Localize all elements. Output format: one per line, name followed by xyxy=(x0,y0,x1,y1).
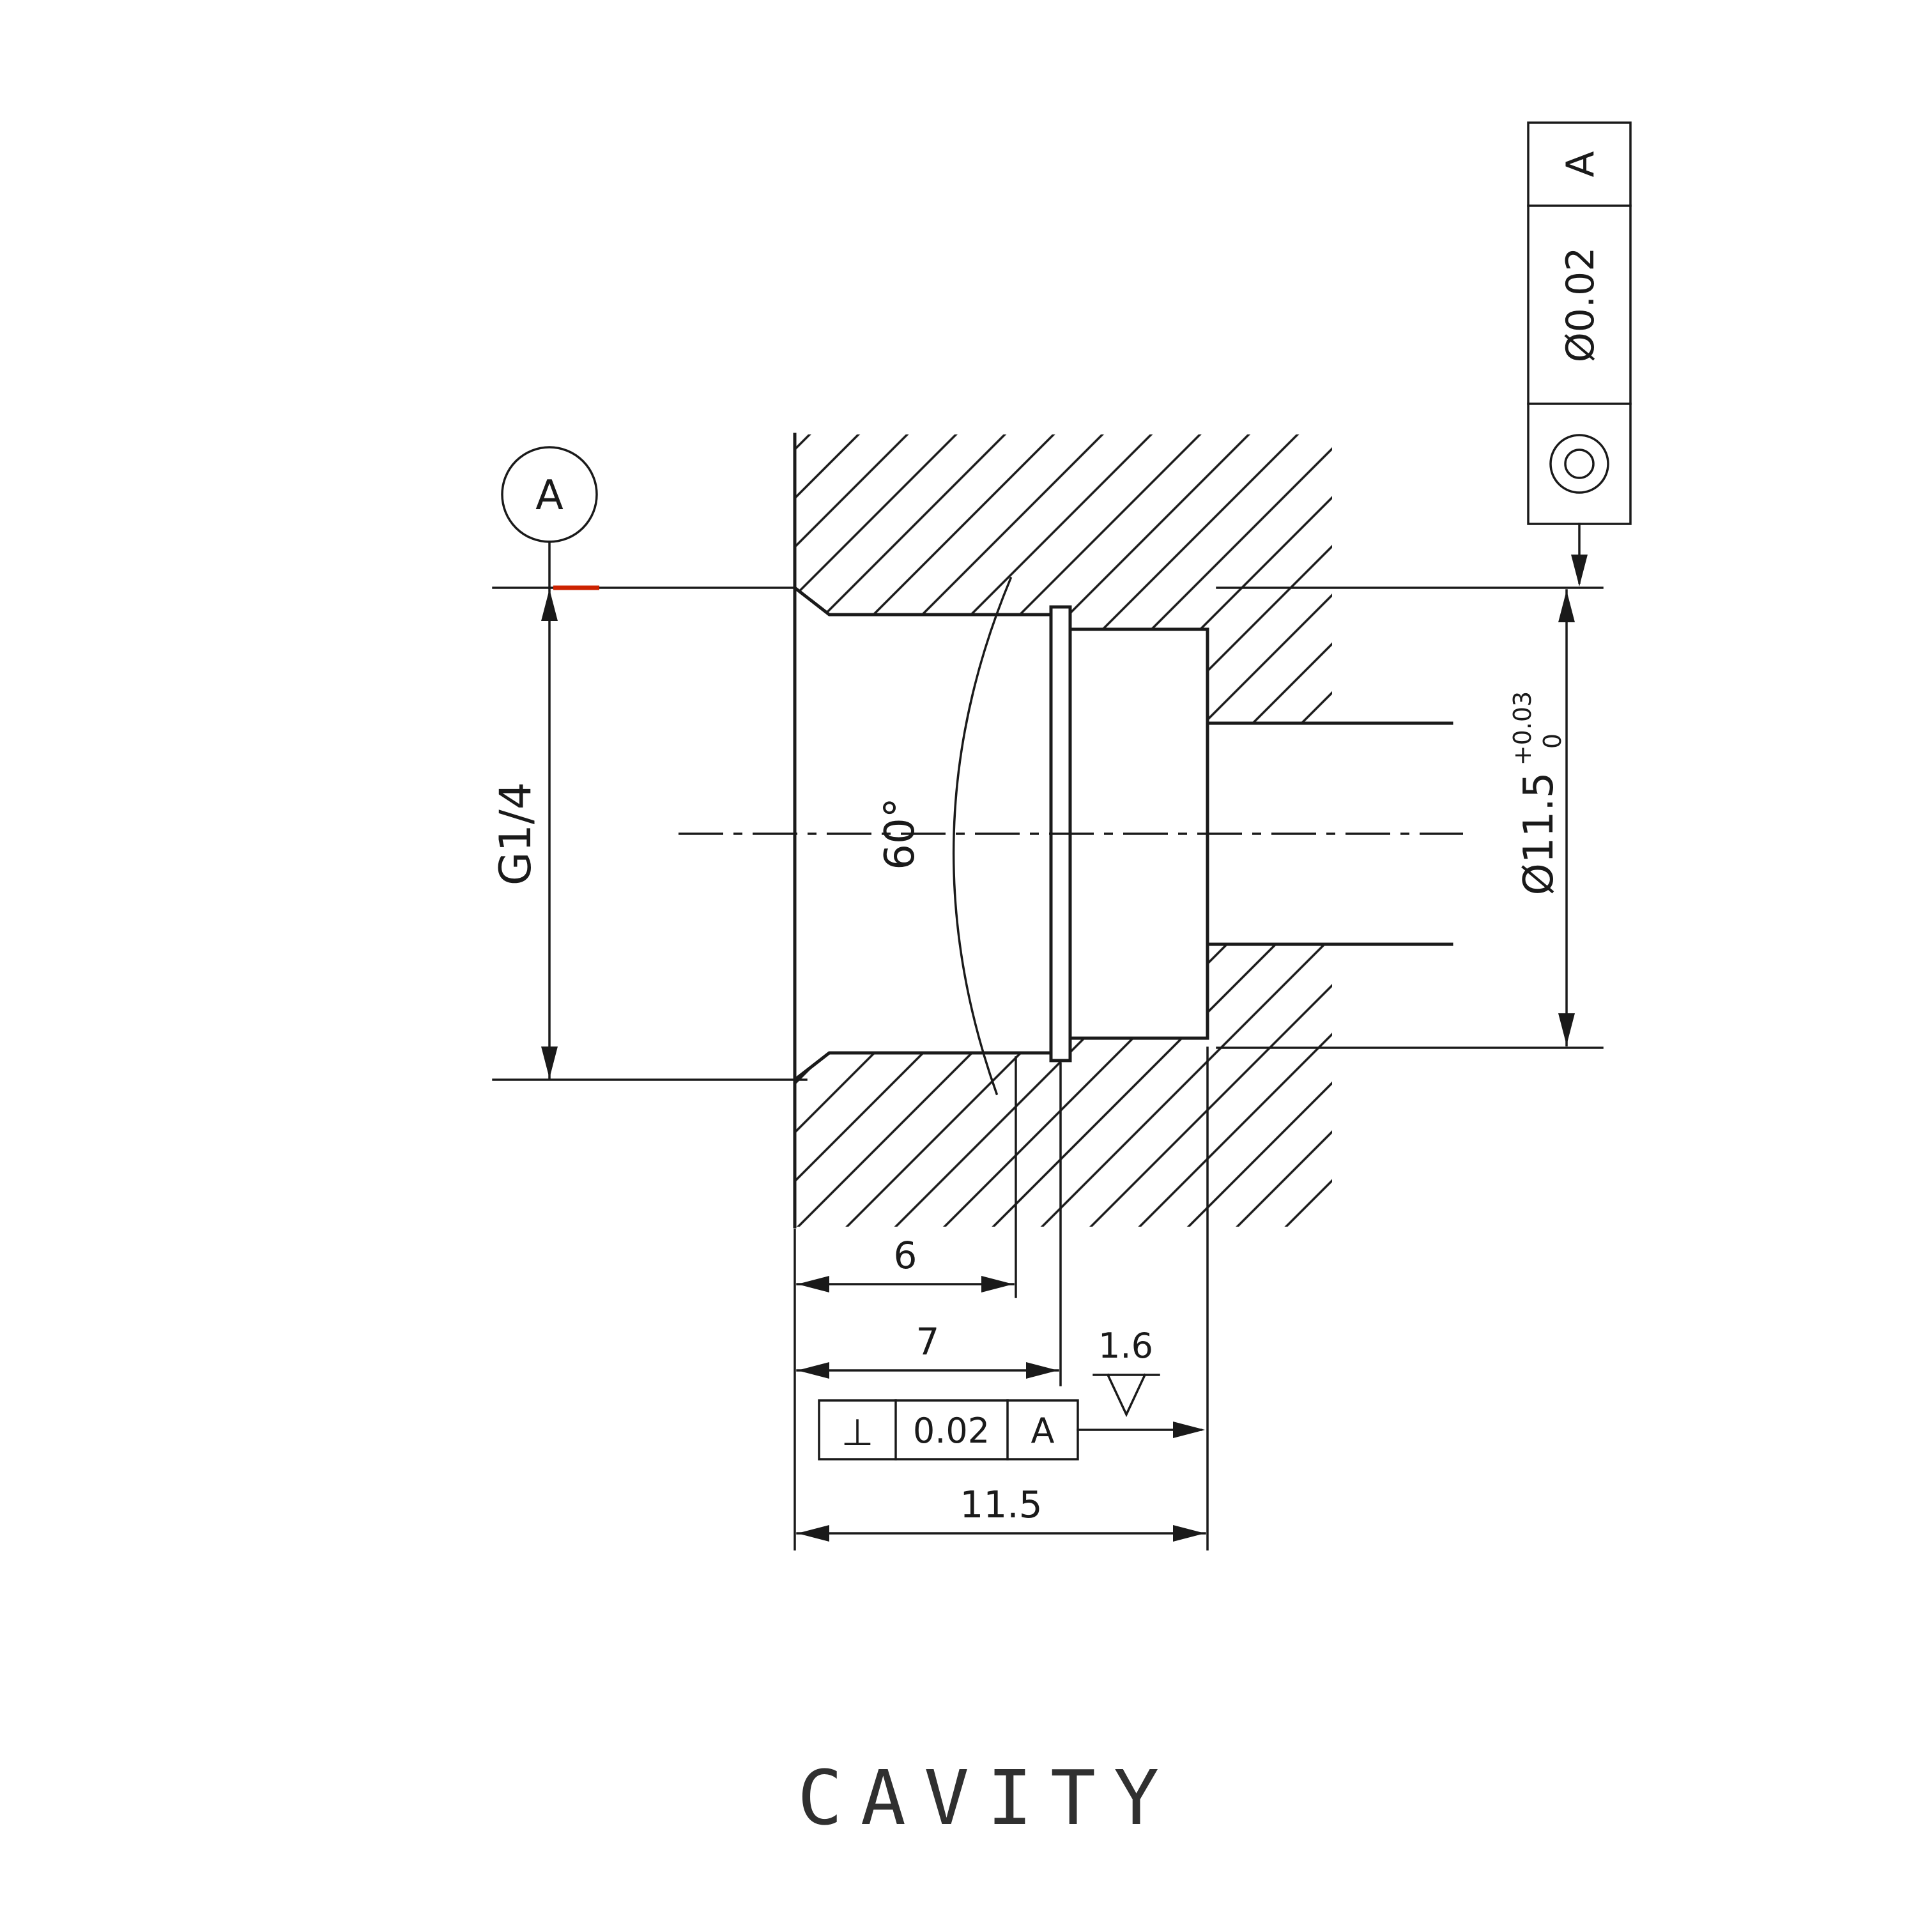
fcf-perpendicularity: ⊥ 0.02 A xyxy=(818,1399,1205,1460)
dim-text-bore-tol-upper: +0.03 xyxy=(1508,691,1537,765)
part-outline xyxy=(678,433,1463,1229)
cone-seat-arc xyxy=(952,576,1013,1096)
dim-thread-spec: G1/4 xyxy=(491,585,808,1081)
dim-text-115: 11.5 xyxy=(960,1483,1042,1526)
datum-label: A xyxy=(535,472,564,519)
arrow-bore-bottom xyxy=(1558,1013,1575,1045)
dim-text-bore-tol-lower: 0 xyxy=(1538,733,1567,749)
dim-undercut-depth: 7 xyxy=(796,1062,1062,1386)
hatch-upper-region xyxy=(795,434,1332,723)
section-hatching xyxy=(795,434,1332,1227)
concentricity-inner-circle xyxy=(1564,448,1595,479)
dim-text-bore-diameter: Ø11.5 xyxy=(1515,772,1563,896)
perpendicularity-symbol-icon: ⊥ xyxy=(841,1411,874,1454)
surface-roughness-mark: 1.6 xyxy=(1092,1326,1160,1418)
arrow-7-left xyxy=(797,1362,829,1379)
concentricity-outer-circle xyxy=(1549,434,1609,494)
datum-a-callout: A xyxy=(501,446,598,589)
arrow-6-right xyxy=(981,1276,1013,1292)
arrow-115-right xyxy=(1173,1525,1205,1542)
arrow-fcf-conc xyxy=(1571,555,1588,586)
arrow-bore-top xyxy=(1558,590,1575,622)
drawing-title: CAVITY xyxy=(797,1754,1177,1842)
fcf-perp-tolerance: 0.02 xyxy=(913,1411,990,1451)
dim-bore-diameter: Ø11.5 +0.03 0 xyxy=(1216,586,1604,1049)
arrow-g14-top xyxy=(541,589,558,621)
fcf-perp-datum: A xyxy=(1031,1411,1055,1451)
arrow-g14-bottom xyxy=(541,1046,558,1078)
fcf-conc-tolerance: Ø0.02 xyxy=(1558,247,1603,363)
arrow-115-left xyxy=(797,1525,829,1542)
arrow-6-left xyxy=(797,1276,829,1292)
dim-text-7: 7 xyxy=(916,1320,940,1363)
arrow-7-right xyxy=(1026,1362,1058,1379)
dim-text-cone-angle: 60° xyxy=(877,797,924,870)
hatch-lower-region xyxy=(795,944,1332,1227)
arrow-fcf-perp xyxy=(1173,1422,1205,1438)
dim-thread-depth: 6 xyxy=(796,1056,1017,1298)
surface-roughness-icon xyxy=(1092,1373,1160,1418)
dim-text-thread-spec: G1/4 xyxy=(491,782,541,885)
fcf-conc-datum: A xyxy=(1558,151,1603,177)
dim-total-depth: 11.5 xyxy=(793,1046,1209,1551)
dim-text-6: 6 xyxy=(894,1234,917,1277)
fcf-concentricity: A Ø0.02 xyxy=(1527,121,1632,586)
concentricity-icon xyxy=(1549,434,1609,494)
roughness-value: 1.6 xyxy=(1098,1326,1153,1366)
